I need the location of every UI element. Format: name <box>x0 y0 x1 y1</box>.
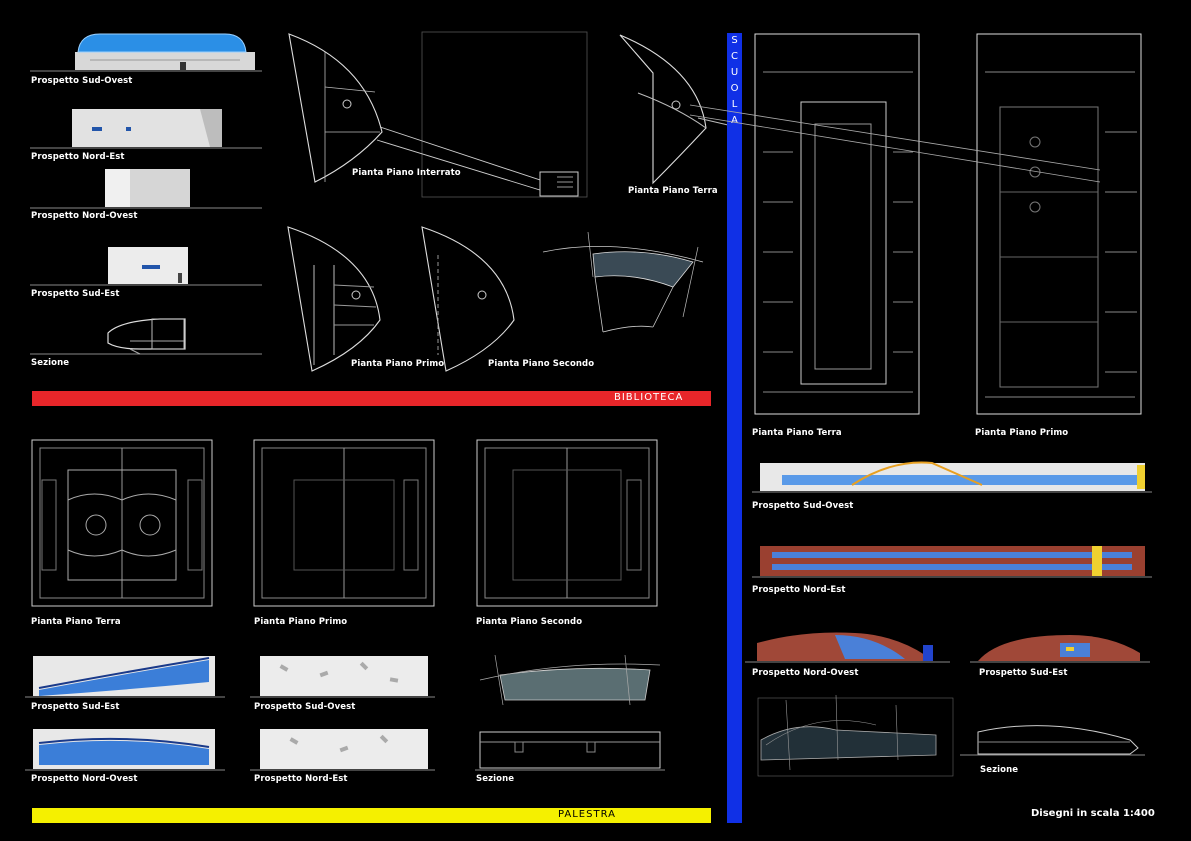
biblioteca-label-sud-ovest: Prospetto Sud-Ovest <box>31 76 133 86</box>
palestra-elevation-nord-est-drawing <box>250 729 435 771</box>
scuola-sketch-drawing <box>757 694 954 777</box>
scuola-elevation-nord-ovest-drawing <box>745 632 950 663</box>
biblioteca-label-nord-est: Prospetto Nord-Est <box>31 152 125 162</box>
palestra-label-sud-est: Prospetto Sud-Est <box>31 702 120 712</box>
biblioteca-sketch-drawing <box>542 231 704 333</box>
palestra-label-nord-ovest: Prospetto Nord-Ovest <box>31 774 138 784</box>
scuola-plan-primo-drawing <box>976 33 1142 415</box>
scuola-label-plan-terra: Pianta Piano Terra <box>752 428 842 438</box>
palestra-elevation-sud-ovest-drawing <box>250 656 435 698</box>
biblioteca-section-drawing <box>30 318 262 355</box>
palestra-section-drawing <box>475 731 665 771</box>
palestra-plan-secondo-drawing <box>476 439 658 607</box>
scuola-label-sezione: Sezione <box>980 765 1019 775</box>
biblioteca-plan-terra-drawing <box>619 34 729 185</box>
palestra-plan-terra-drawing <box>31 439 213 607</box>
biblioteca-label-nord-ovest: Prospetto Nord-Ovest <box>31 211 138 221</box>
biblioteca-elevation-sud-ovest-drawing <box>30 33 262 72</box>
biblioteca-label-secondo: Pianta Piano Secondo <box>488 359 595 369</box>
scuola-label-nord-est: Prospetto Nord-Est <box>752 585 846 595</box>
scuola-label-sud-est: Prospetto Sud-Est <box>979 668 1068 678</box>
biblioteca-elevation-sud-est-drawing <box>30 247 262 286</box>
palestra-plan-primo-drawing <box>253 439 435 607</box>
palestra-label-sud-ovest: Prospetto Sud-Ovest <box>254 702 356 712</box>
biblioteca-label-sud-est: Prospetto Sud-Est <box>31 289 120 299</box>
palestra-label-plan-secondo: Pianta Piano Secondo <box>476 617 583 627</box>
biblioteca-plan-primo-drawing <box>287 226 381 372</box>
palestra-bar: PALESTRA <box>32 808 711 823</box>
biblioteca-label-terra: Pianta Piano Terra <box>628 186 718 196</box>
scuola-connecting-corridor <box>689 104 1101 183</box>
biblioteca-label-sezione: Sezione <box>31 358 70 368</box>
biblioteca-label-primo: Pianta Piano Primo <box>351 359 445 369</box>
palestra-elevation-nord-ovest-drawing <box>25 729 225 771</box>
palestra-label-nord-est: Prospetto Nord-Est <box>254 774 348 784</box>
palestra-label-plan-primo: Pianta Piano Primo <box>254 617 348 627</box>
palestra-sketch-drawing <box>479 654 661 706</box>
scuola-bar <box>727 33 742 823</box>
scuola-label-plan-primo: Pianta Piano Primo <box>975 428 1069 438</box>
palestra-elevation-sud-est-drawing <box>25 656 225 698</box>
biblioteca-elevation-nord-ovest-drawing <box>30 169 262 209</box>
biblioteca-bar-label: BIBLIOTECA <box>614 392 684 403</box>
biblioteca-plan-secondo-drawing <box>421 226 515 372</box>
scuola-label-sud-ovest: Prospetto Sud-Ovest <box>752 501 854 511</box>
scuola-section-drawing <box>960 725 1145 756</box>
palestra-bar-label: PALESTRA <box>558 809 616 820</box>
biblioteca-plan-interrato-drawing <box>288 31 588 198</box>
biblioteca-bar: BIBLIOTECA <box>32 391 711 406</box>
scuola-label-nord-ovest: Prospetto Nord-Ovest <box>752 668 859 678</box>
biblioteca-elevation-nord-est-drawing <box>30 109 262 149</box>
scuola-elevation-nord-est-drawing <box>752 546 1152 578</box>
scale-note: Disegni in scala 1:400 <box>1031 808 1155 819</box>
scuola-plan-terra-drawing <box>754 33 920 415</box>
palestra-label-plan-terra: Pianta Piano Terra <box>31 617 121 627</box>
scuola-elevation-sud-est-drawing <box>970 635 1150 663</box>
biblioteca-label-interrato: Pianta Piano Interrato <box>352 168 461 178</box>
palestra-label-sezione: Sezione <box>476 774 515 784</box>
scuola-elevation-sud-ovest-drawing <box>752 461 1152 493</box>
